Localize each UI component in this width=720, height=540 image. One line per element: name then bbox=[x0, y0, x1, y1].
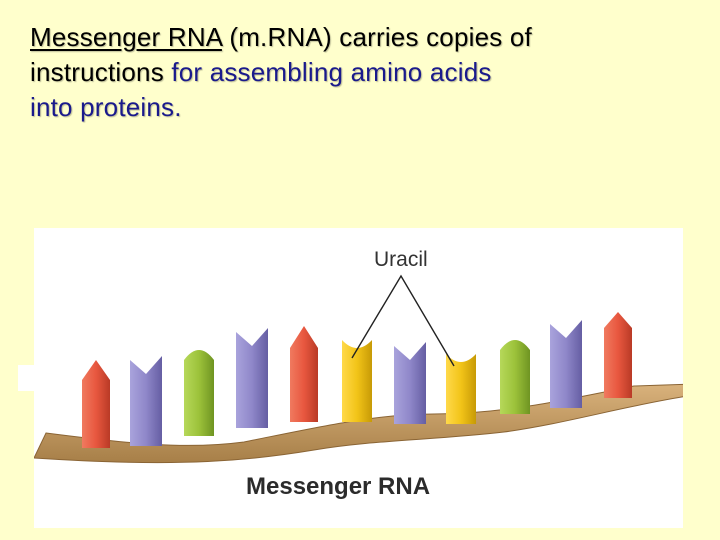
line2-blue: for assembling amino acids bbox=[171, 57, 492, 87]
base-purple-1 bbox=[130, 356, 162, 446]
base-yellow-1 bbox=[342, 340, 372, 422]
line1-rest: (m.RNA) carries copies of bbox=[221, 22, 532, 52]
term-messenger-rna: Messenger RNA bbox=[30, 22, 222, 52]
line2-start: instructions bbox=[30, 57, 172, 87]
messenger-rna-label: Messenger RNA bbox=[246, 473, 431, 500]
slide-text: Messenger RNA (m.RNA) carries copies of … bbox=[30, 20, 700, 125]
base-purple-4 bbox=[550, 320, 582, 408]
base-purple-2 bbox=[236, 328, 268, 428]
backbone-strip bbox=[34, 383, 683, 464]
base-green-1 bbox=[184, 350, 214, 436]
uracil-pointer-lines bbox=[351, 274, 455, 367]
base-red-1 bbox=[82, 360, 110, 448]
mrna-diagram: Uracil Messenger RNA bbox=[34, 228, 683, 528]
mrna-illustration bbox=[34, 274, 683, 464]
base-green-2 bbox=[500, 340, 530, 414]
base-red-2 bbox=[290, 326, 318, 422]
base-yellow-2 bbox=[446, 354, 476, 424]
base-red-3 bbox=[604, 312, 632, 398]
uracil-label: Uracil bbox=[374, 248, 428, 271]
base-purple-3 bbox=[394, 342, 426, 424]
line3-blue: into proteins. bbox=[30, 92, 182, 122]
